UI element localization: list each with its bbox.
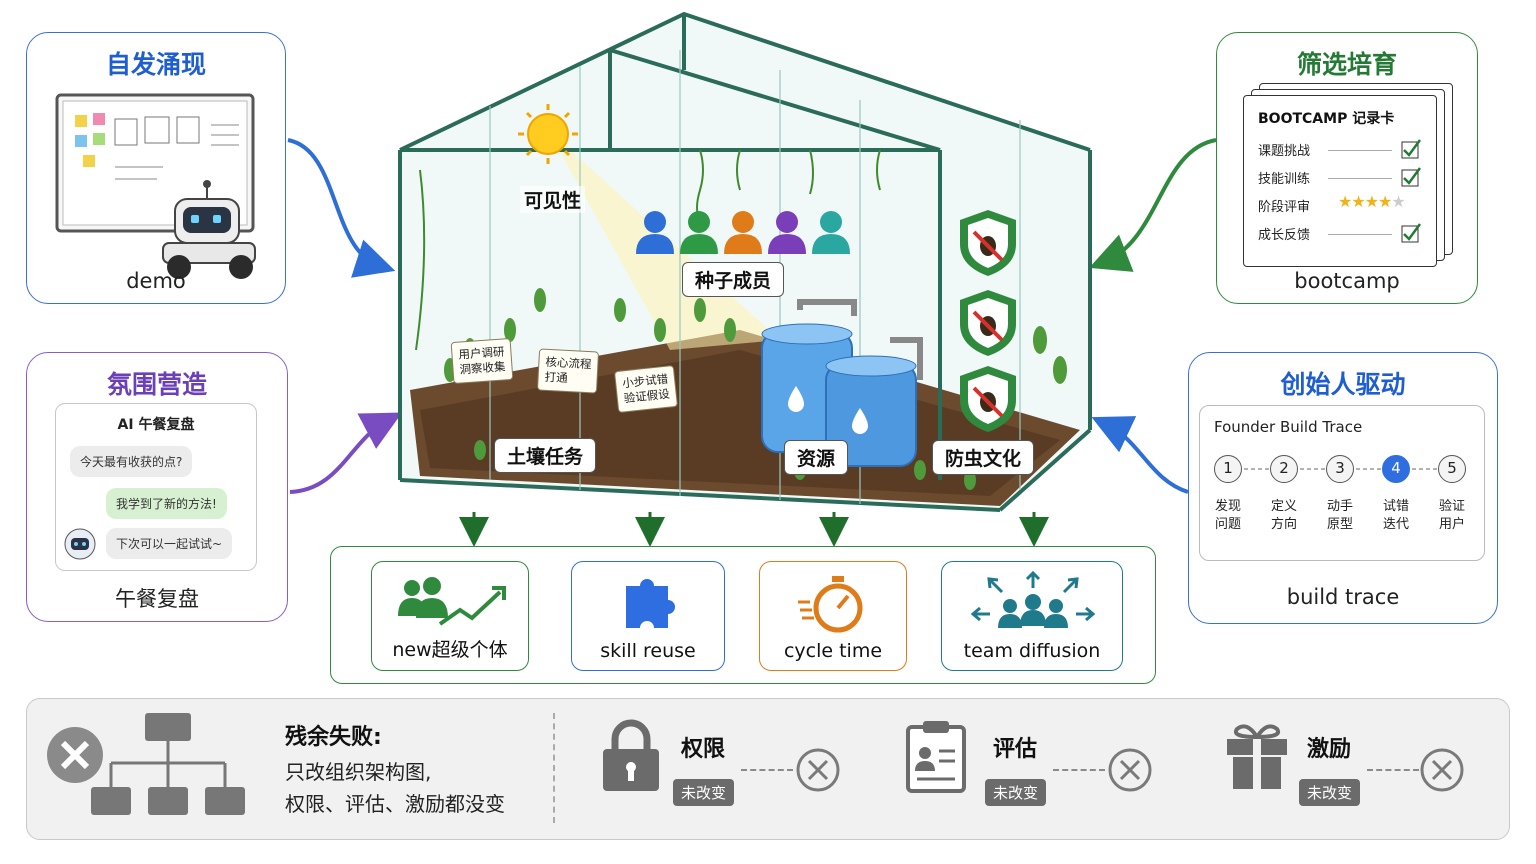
demo-panel-title: 自发涌现 <box>105 50 206 79</box>
failure-line: 只改组织架构图, <box>285 760 432 784</box>
bootcamp-panel: 筛选培育 BOOTCAMP 记录卡 课题挑战 技能训练 阶段评审 成长反馈 ★★… <box>1216 32 1478 304</box>
outcomes-panel: new超级个体 skill reuse cycle time <box>330 546 1156 684</box>
build-trace-title: Founder Build Trace <box>1214 418 1363 436</box>
checkbox-checked-icon <box>1401 167 1422 187</box>
outcome-card-team-diffusion: team diffusion <box>941 561 1123 671</box>
outcome-label: cycle time <box>783 640 883 662</box>
atmosphere-panel-title: 氛围营造 <box>106 370 207 399</box>
chat-message: 下次可以一起试试~ <box>106 528 233 559</box>
resources-label: 资源 <box>784 440 849 475</box>
checkbox-column <box>1401 139 1422 243</box>
outcome-card-super-individual: new超级个体 <box>371 561 529 671</box>
demo-panel: 自发涌现 demo <box>26 32 286 304</box>
bootcamp-row-label: 课题挑战 <box>1258 144 1311 159</box>
chat-window: AI 午餐复盘 今天最有收获的点? 我学到了新的方法! 下次可以一起试试~ <box>55 403 257 571</box>
trace-step: 1 <box>1214 455 1242 483</box>
outcome-card-cycle-time: cycle time <box>759 561 907 671</box>
atmosphere-arrow <box>289 412 403 494</box>
atmosphere-panel: 氛围营造 AI 午餐复盘 今天最有收获的点? 我学到了新的方法! 下次可以一起试… <box>26 352 288 622</box>
greenhouse-illustration: 可见性 种子成员 用户调研 洞察收集 核心流程 打通 小步试错 验证假设 土壤任… <box>360 10 1100 530</box>
team-spread-icon <box>970 570 1096 628</box>
bootcamp-panel-caption: bootcamp <box>1294 269 1400 293</box>
x-circle-icon <box>796 748 840 792</box>
outcome-label: new超级个体 <box>392 639 508 661</box>
outcome-label: skill reuse <box>600 640 696 662</box>
stopwatch-icon <box>798 576 863 633</box>
trace-step-label: 定义 方向 <box>1270 499 1297 532</box>
task-sign: 小步试错 验证假设 <box>613 364 679 414</box>
residual-failure-panel: 残余失败: 只改组织架构图, 权限、评估、激励都没变 权限 未改变 评估 未改变… <box>26 698 1510 840</box>
atmosphere-panel-caption: 午餐复盘 <box>115 587 199 611</box>
trace-connector-lines <box>1244 468 1440 470</box>
trace-step-label: 验证 用户 <box>1438 499 1465 532</box>
x-circle-icon <box>1420 748 1464 792</box>
bootcamp-row-label: 成长反馈 <box>1258 228 1311 243</box>
outcome-label: team diffusion <box>963 640 1101 662</box>
unchanged-tag: 未改变 <box>1299 779 1361 806</box>
x-circle-icon <box>1108 748 1152 792</box>
trace-step: 5 <box>1438 455 1466 483</box>
bootcamp-card-title: BOOTCAMP 记录卡 <box>1258 111 1395 127</box>
failure-item-title: 评估 <box>993 737 1038 762</box>
build-trace-box: Founder Build Trace 1 2 3 4 5 发现 问题 定义 方… <box>1199 405 1485 561</box>
lock-icon <box>603 719 659 791</box>
failure-line: 权限、评估、激励都没变 <box>285 792 505 816</box>
visibility-label: 可见性 <box>520 186 586 213</box>
demo-arrow <box>287 138 396 278</box>
puzzle-icon <box>626 579 675 628</box>
bootcamp-row-label: 阶段评审 <box>1258 200 1311 215</box>
checkbox-checked-icon <box>1401 139 1422 159</box>
checkbox-checked-icon <box>1401 223 1422 243</box>
soil-tasks-label: 土壤任务 <box>494 438 597 473</box>
task-sign: 用户调研 洞察收集 <box>450 337 514 385</box>
trace-step: 2 <box>1270 455 1298 483</box>
chat-message: 我学到了新的方法! <box>106 488 227 519</box>
pest-culture-label: 防虫文化 <box>932 440 1035 475</box>
founder-panel-caption: build trace <box>1286 585 1400 609</box>
trace-step-label: 动手 原型 <box>1326 499 1353 532</box>
failure-item-title: 激励 <box>1307 737 1352 762</box>
rating-stars-icon: ★★★★★ <box>1338 192 1406 211</box>
sun-icon <box>518 104 578 164</box>
chat-title: AI 午餐复盘 <box>117 417 195 433</box>
outcome-card-skill-reuse: skill reuse <box>571 561 725 671</box>
founder-panel-title: 创始人驱动 <box>1280 370 1406 399</box>
trace-step-label: 试错 迭代 <box>1382 499 1409 532</box>
pest-shield-icons <box>960 210 1016 432</box>
org-chart-failure-icon <box>47 713 245 815</box>
founder-panel: 创始人驱动 Founder Build Trace 1 2 3 4 5 发现 问… <box>1188 352 1498 624</box>
founder-arrow <box>1091 416 1189 494</box>
gift-icon <box>1227 724 1287 789</box>
seed-member-icons <box>636 211 850 254</box>
bootcamp-panel-title: 筛选培育 <box>1296 50 1397 79</box>
failure-title: 残余失败: <box>285 725 382 750</box>
unchanged-tag: 未改变 <box>985 779 1047 806</box>
demo-panel-caption: demo <box>126 269 186 293</box>
trace-step-label: 发现 问题 <box>1214 499 1241 532</box>
seed-members-label: 种子成员 <box>682 262 785 297</box>
trace-step: 3 <box>1326 455 1354 483</box>
chat-message: 今天最有收获的点? <box>70 446 193 477</box>
bootcamp-arrow <box>1089 138 1217 272</box>
unchanged-tag: 未改变 <box>673 779 735 806</box>
robot-avatar-icon <box>64 528 96 560</box>
people-growth-icon <box>398 577 506 626</box>
clipboard-icon <box>906 721 966 793</box>
trace-step-active: 4 <box>1382 455 1410 483</box>
divider <box>553 713 555 823</box>
task-sign: 核心流程 打通 <box>536 348 600 394</box>
bootcamp-row-label: 技能训练 <box>1258 172 1311 187</box>
whiteboard-robot-illustration <box>55 93 256 279</box>
failure-item-title: 权限 <box>681 737 726 762</box>
bootcamp-record-card: BOOTCAMP 记录卡 课题挑战 技能训练 阶段评审 成长反馈 ★★★★★ <box>1243 95 1437 267</box>
